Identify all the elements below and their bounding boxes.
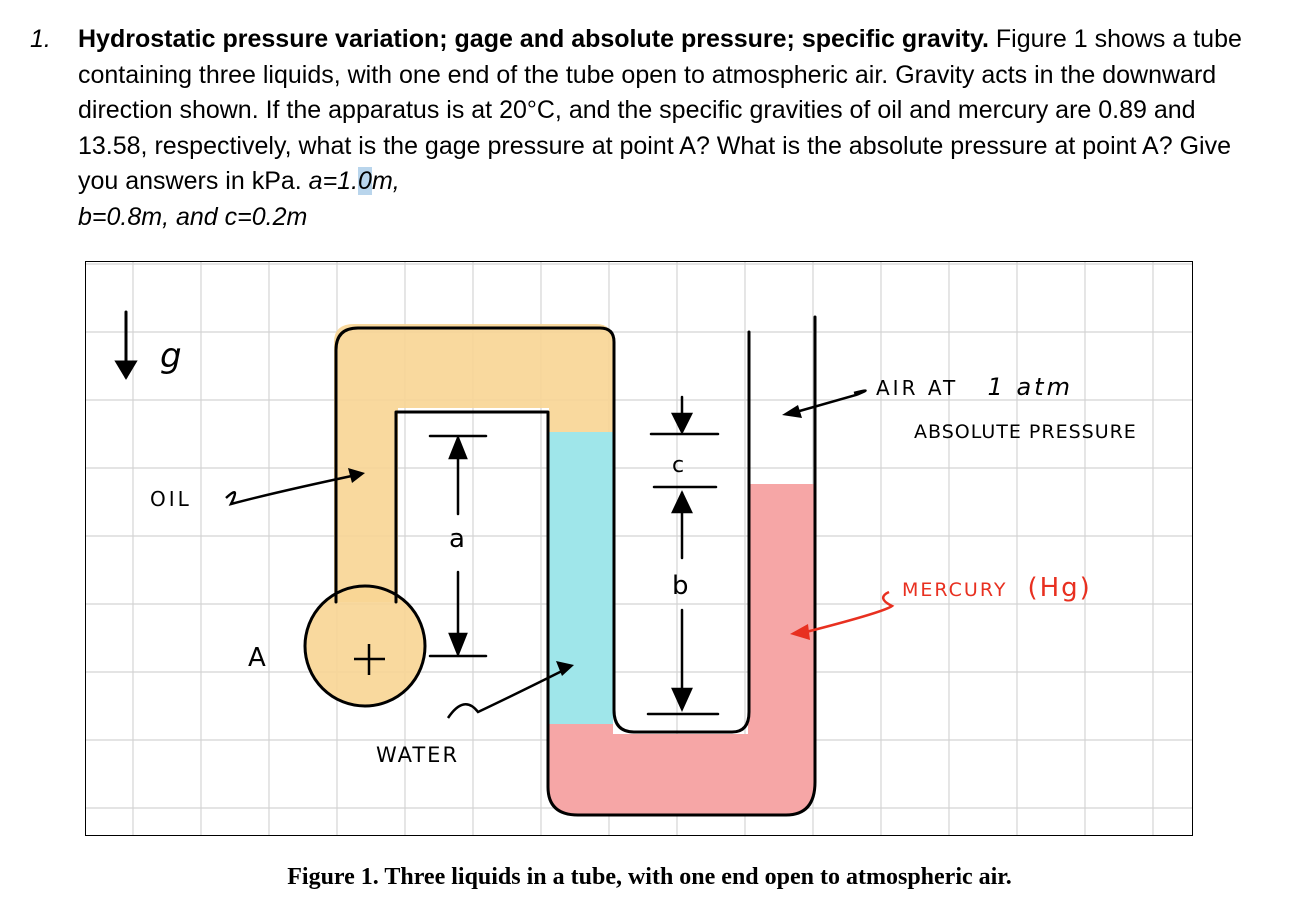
mercury-label: MERCURY (Hg) — [902, 573, 1092, 603]
dimension-a-label: a — [449, 524, 465, 554]
text-selection-highlight: 0 — [358, 167, 372, 195]
dimension-c-b — [646, 395, 720, 716]
figure-caption: Figure 1. Three liquids in a tube, with … — [287, 864, 1012, 890]
givens-b-c: b=0.8m, and c=0.2m — [78, 202, 308, 231]
water-label: WATER — [376, 743, 459, 767]
dimension-a — [428, 434, 488, 658]
air-label: AIR AT 1 atm — [876, 373, 1073, 401]
gravity-arrow-icon — [114, 310, 138, 380]
absolute-pressure-label: ABSOLUTE PRESSURE — [914, 421, 1137, 443]
problem-heading: Hydrostatic pressure variation; gage and… — [78, 25, 989, 53]
problem-body: Hydrostatic pressure variation; gage and… — [78, 22, 1258, 235]
figure-drawing: g OIL A a — [86, 262, 1192, 835]
dimension-b-label: b — [672, 571, 689, 601]
point-a-crosshair-icon — [354, 644, 385, 675]
mercury-leader-arrow-icon — [805, 590, 895, 634]
water-fill — [549, 432, 613, 724]
gravity-label: g — [160, 336, 182, 376]
oil-fill — [305, 324, 613, 706]
water-leader-arrow-icon — [446, 666, 569, 719]
problem-text: Figure 1 shows a tube containing three l… — [78, 25, 1242, 195]
oil-leader-arrow-icon — [225, 472, 362, 506]
givens-a: a=1.0m, — [308, 167, 400, 195]
oil-label: OIL — [150, 487, 192, 511]
problem-number: 1. — [30, 25, 51, 53]
air-leader-arrow-icon — [795, 389, 867, 414]
figure-1: g OIL A a — [85, 261, 1193, 836]
point-a-label: A — [248, 643, 266, 673]
tube-walls — [303, 315, 817, 817]
dimension-c-label: c — [672, 453, 684, 478]
